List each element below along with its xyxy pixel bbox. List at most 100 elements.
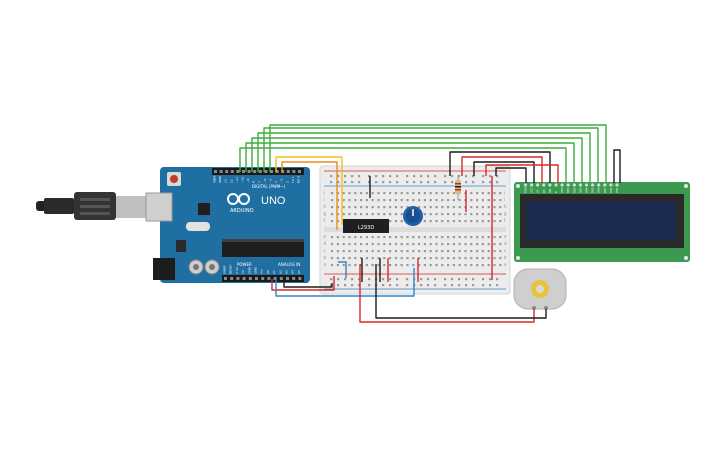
breadboard-hole[interactable] bbox=[394, 220, 397, 223]
breadboard-hole[interactable] bbox=[458, 250, 461, 253]
wire-black-led[interactable] bbox=[613, 149, 621, 183]
breadboard-hole[interactable] bbox=[435, 257, 438, 260]
breadboard-hole[interactable] bbox=[365, 243, 368, 246]
breadboard-hole[interactable] bbox=[331, 236, 334, 239]
breadboard-hole[interactable] bbox=[493, 213, 496, 216]
wire-black-lcd-3[interactable] bbox=[495, 167, 527, 183]
breadboard-hole[interactable] bbox=[406, 206, 409, 209]
breadboard-hole[interactable] bbox=[412, 199, 415, 202]
rail-hole[interactable] bbox=[330, 284, 333, 287]
breadboard-hole[interactable] bbox=[377, 213, 380, 216]
breadboard-hole[interactable] bbox=[394, 213, 397, 216]
breadboard-hole[interactable] bbox=[360, 199, 363, 202]
breadboard-hole[interactable] bbox=[377, 236, 380, 239]
breadboard-hole[interactable] bbox=[493, 220, 496, 223]
breadboard-hole[interactable] bbox=[458, 199, 461, 202]
breadboard-hole[interactable] bbox=[354, 236, 357, 239]
rail-hole[interactable] bbox=[344, 278, 347, 281]
breadboard-hole[interactable] bbox=[499, 213, 502, 216]
wire-blue-1[interactable] bbox=[275, 268, 415, 297]
rail-hole[interactable] bbox=[351, 278, 354, 281]
breadboard-hole[interactable] bbox=[354, 264, 357, 267]
breadboard-hole[interactable] bbox=[400, 257, 403, 260]
breadboard-hole[interactable] bbox=[447, 243, 450, 246]
lcd-pin-13[interactable] bbox=[597, 183, 601, 187]
breadboard-hole[interactable] bbox=[487, 206, 490, 209]
rail-hole[interactable] bbox=[368, 181, 371, 184]
breadboard-hole[interactable] bbox=[423, 206, 426, 209]
lcd-pin-9[interactable] bbox=[572, 183, 576, 187]
digital-pin-13[interactable] bbox=[225, 170, 229, 173]
bottom-pin-a4[interactable] bbox=[292, 277, 296, 280]
digital-pin-rx0[interactable] bbox=[298, 170, 301, 173]
breadboard-hole[interactable] bbox=[400, 206, 403, 209]
breadboard-hole[interactable] bbox=[493, 236, 496, 239]
rail-hole[interactable] bbox=[389, 181, 392, 184]
breadboard-hole[interactable] bbox=[476, 220, 479, 223]
digital-pin-12[interactable] bbox=[230, 170, 234, 173]
lcd-pin-8[interactable] bbox=[566, 183, 570, 187]
breadboard-hole[interactable] bbox=[493, 243, 496, 246]
breadboard-hole[interactable] bbox=[423, 220, 426, 223]
breadboard-hole[interactable] bbox=[354, 257, 357, 260]
rail-hole[interactable] bbox=[389, 278, 392, 281]
breadboard-hole[interactable] bbox=[342, 206, 345, 209]
breadboard-hole[interactable] bbox=[487, 236, 490, 239]
breadboard-hole[interactable] bbox=[499, 192, 502, 195]
breadboard-hole[interactable] bbox=[342, 250, 345, 253]
rail-hole[interactable] bbox=[444, 278, 447, 281]
rail-hole[interactable] bbox=[434, 278, 437, 281]
breadboard-hole[interactable] bbox=[389, 206, 392, 209]
breadboard-hole[interactable] bbox=[487, 213, 490, 216]
resistor[interactable] bbox=[455, 175, 461, 200]
rail-hole[interactable] bbox=[496, 284, 499, 287]
lcd-pin-10[interactable] bbox=[578, 183, 583, 187]
breadboard-hole[interactable] bbox=[429, 199, 432, 202]
rail-hole[interactable] bbox=[368, 278, 371, 281]
digital-pin-6[interactable] bbox=[264, 170, 268, 173]
rail-hole[interactable] bbox=[344, 181, 347, 184]
breadboard-hole[interactable] bbox=[365, 236, 368, 239]
breadboard-hole[interactable] bbox=[354, 250, 357, 253]
breadboard-hole[interactable] bbox=[394, 236, 397, 239]
reset-button-cap[interactable] bbox=[170, 175, 178, 183]
breadboard-hole[interactable] bbox=[435, 250, 438, 253]
breadboard-hole[interactable] bbox=[435, 192, 438, 195]
breadboard-hole[interactable] bbox=[418, 192, 421, 195]
breadboard-hole[interactable] bbox=[383, 250, 386, 253]
breadboard-hole[interactable] bbox=[389, 199, 392, 202]
rail-hole[interactable] bbox=[482, 181, 485, 184]
breadboard-hole[interactable] bbox=[406, 199, 409, 202]
breadboard-hole[interactable] bbox=[447, 257, 450, 260]
breadboard-hole[interactable] bbox=[499, 264, 502, 267]
breadboard-hole[interactable] bbox=[418, 199, 421, 202]
lcd-pin-7[interactable] bbox=[560, 183, 564, 187]
breadboard-hole[interactable] bbox=[423, 264, 426, 267]
breadboard-hole[interactable] bbox=[394, 206, 397, 209]
breadboard-hole[interactable] bbox=[429, 243, 432, 246]
rail-hole[interactable] bbox=[330, 181, 333, 184]
lcd-pin-2[interactable] bbox=[530, 183, 534, 187]
breadboard-hole[interactable] bbox=[371, 257, 374, 260]
bottom-pin-a2[interactable] bbox=[279, 277, 283, 280]
breadboard-hole[interactable] bbox=[435, 213, 438, 216]
rail-hole[interactable] bbox=[413, 181, 416, 184]
breadboard-hole[interactable] bbox=[389, 264, 392, 267]
breadboard-hole[interactable] bbox=[383, 213, 386, 216]
breadboard-hole[interactable] bbox=[481, 199, 484, 202]
breadboard-hole[interactable] bbox=[331, 199, 334, 202]
digital-pin-5[interactable] bbox=[270, 170, 273, 173]
breadboard-hole[interactable] bbox=[389, 257, 392, 260]
digital-pin-aref[interactable] bbox=[214, 170, 217, 173]
breadboard-hole[interactable] bbox=[458, 213, 461, 216]
breadboard-hole[interactable] bbox=[400, 192, 403, 195]
breadboard-hole[interactable] bbox=[406, 264, 409, 267]
breadboard-hole[interactable] bbox=[470, 213, 473, 216]
rail-hole[interactable] bbox=[330, 278, 333, 281]
bottom-pin-vin[interactable] bbox=[261, 277, 265, 280]
breadboard-hole[interactable] bbox=[371, 243, 374, 246]
breadboard-hole[interactable] bbox=[458, 257, 461, 260]
wire-green-6[interactable] bbox=[269, 124, 607, 183]
breadboard-hole[interactable] bbox=[342, 199, 345, 202]
rail-hole[interactable] bbox=[451, 175, 454, 178]
